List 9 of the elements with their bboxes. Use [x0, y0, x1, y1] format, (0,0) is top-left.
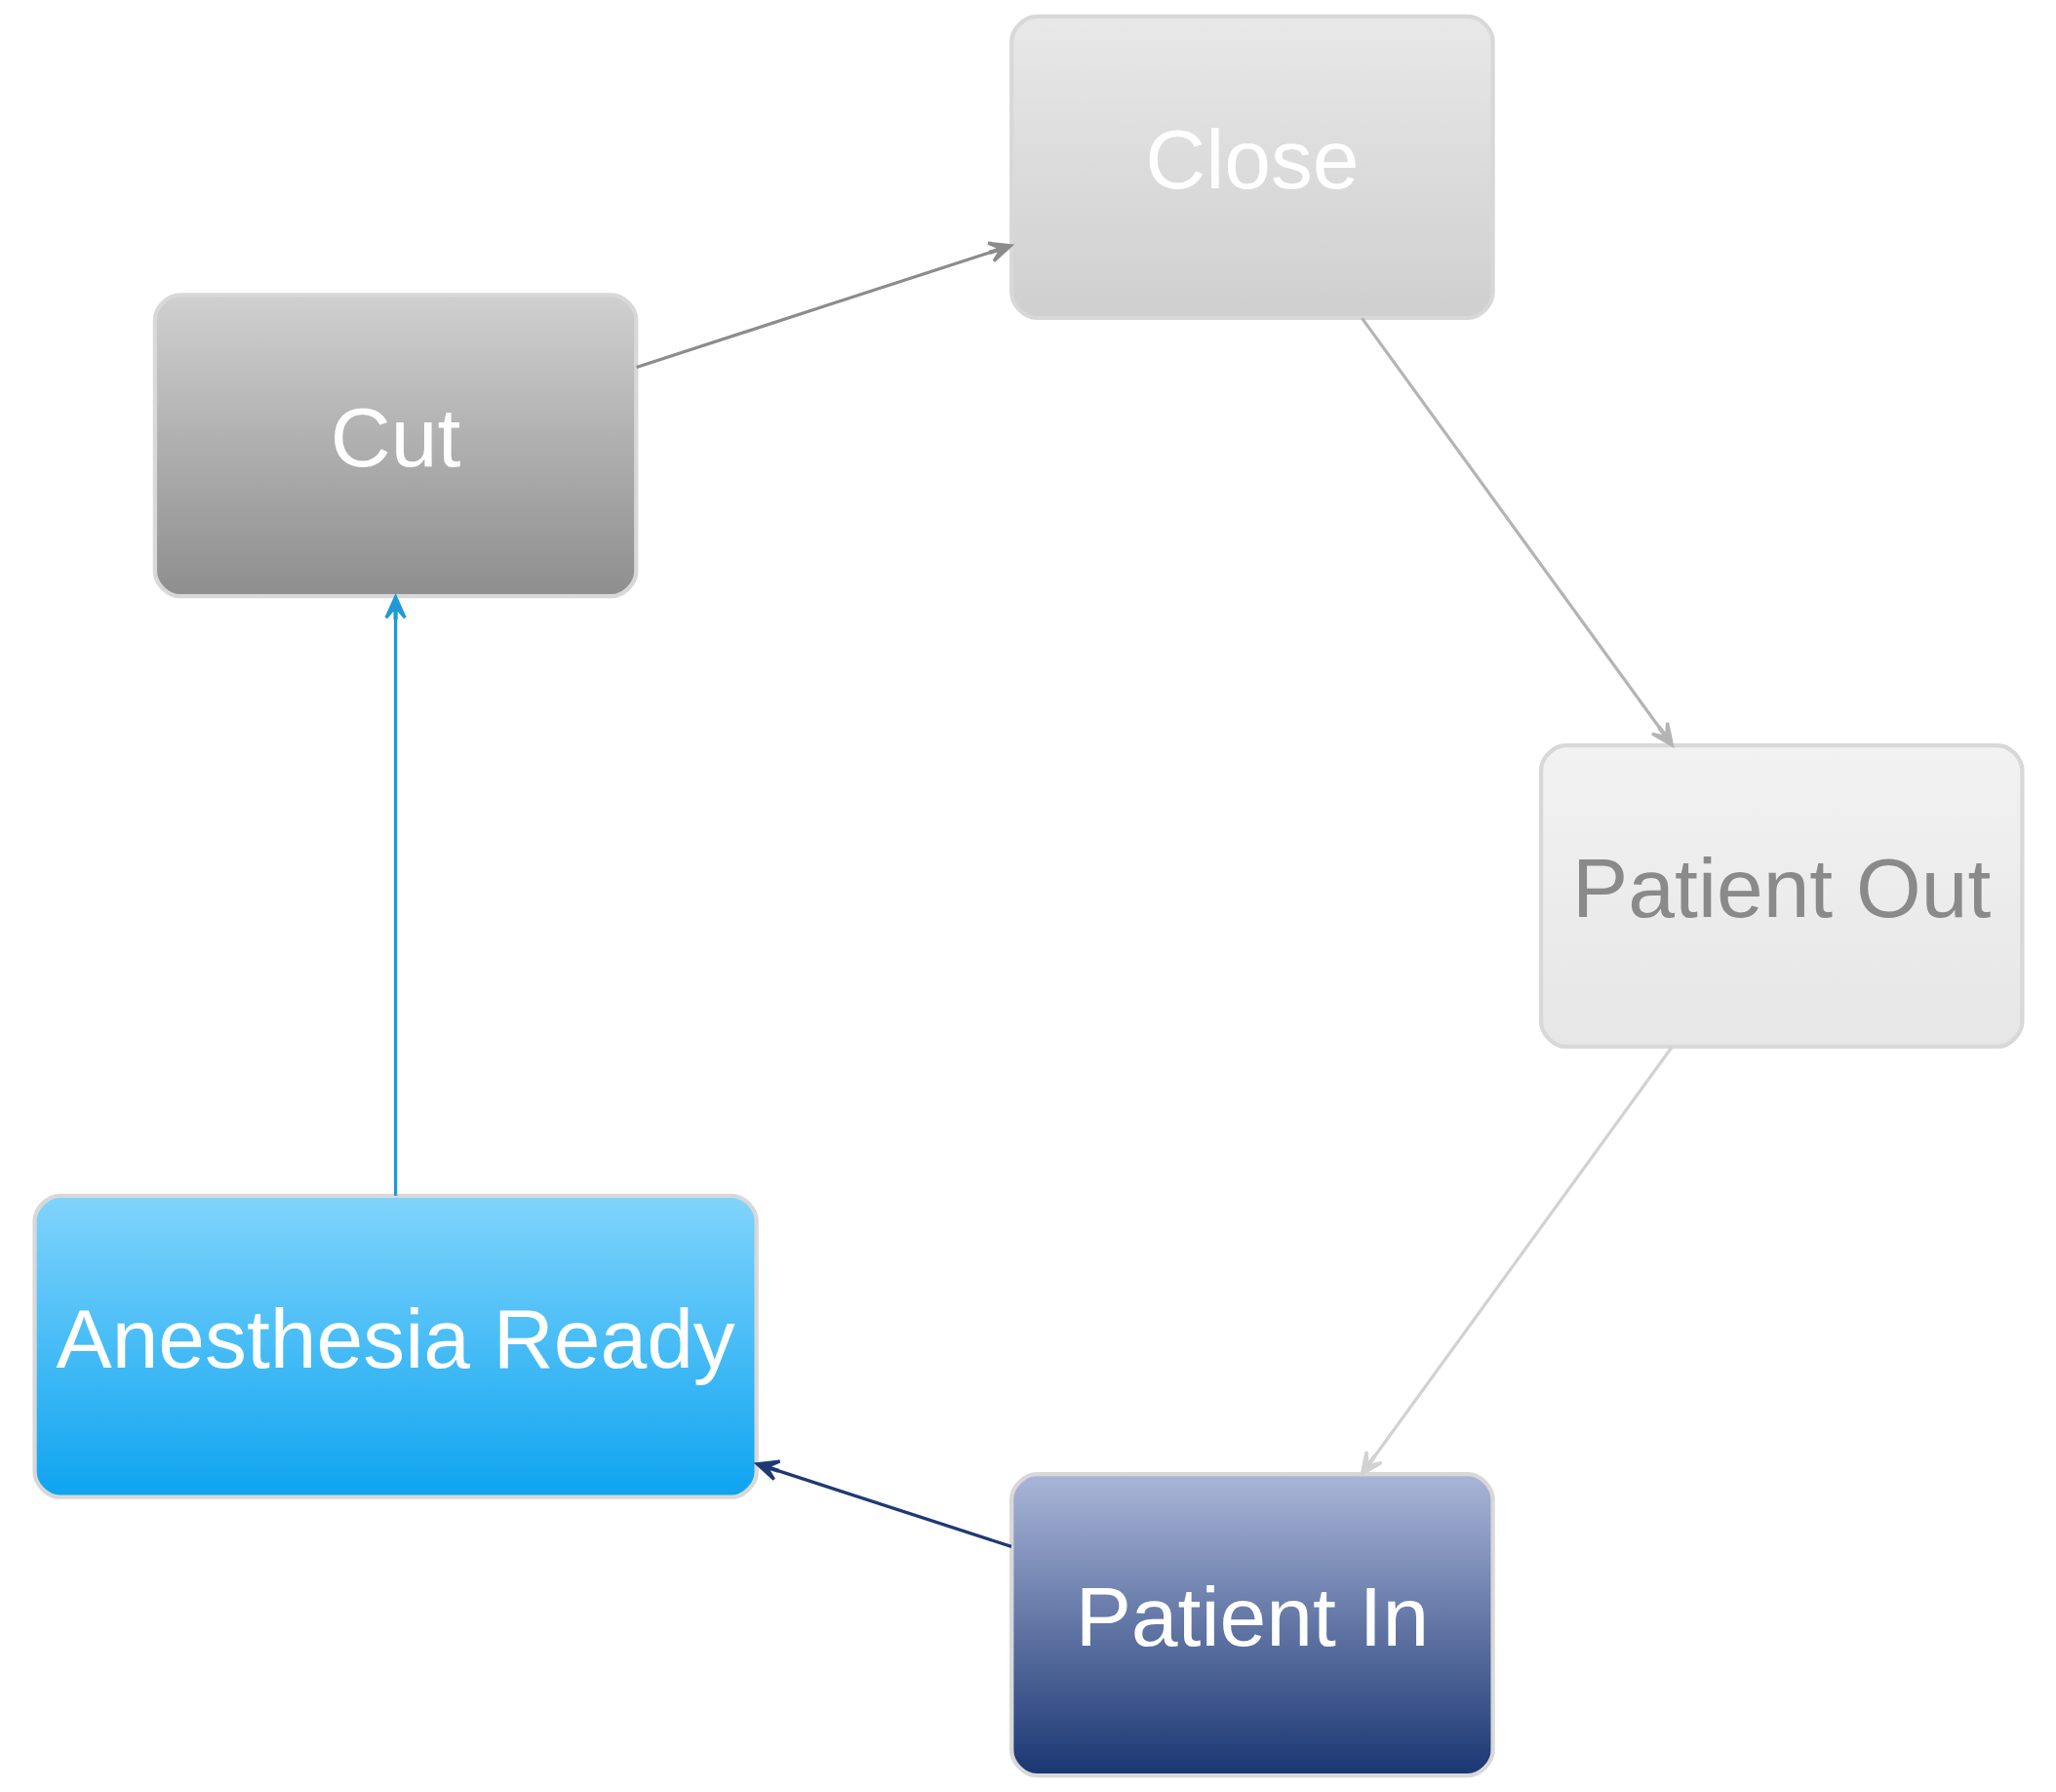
node-box: Anesthesia Ready: [31, 1193, 759, 1499]
arrow: [1360, 317, 1674, 747]
arrow: [1360, 1046, 1674, 1476]
arrow: [755, 1459, 1011, 1548]
node-box: Cut: [152, 293, 638, 599]
node-box: Patient Out: [1538, 742, 2025, 1050]
node-box: Patient In: [1008, 1472, 1495, 1778]
arrow: [635, 241, 1012, 370]
arrow: [383, 595, 407, 1196]
